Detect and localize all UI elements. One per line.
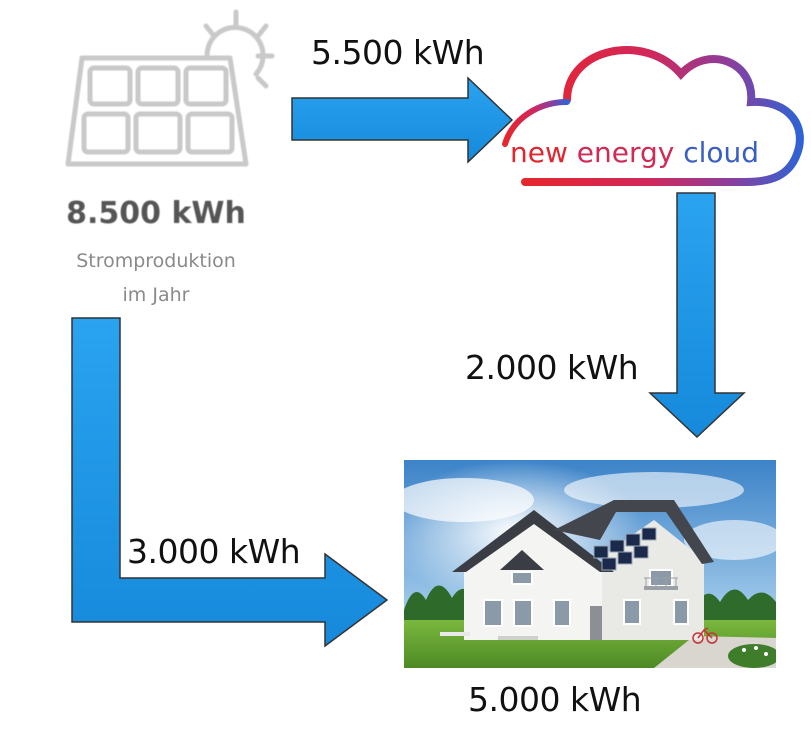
flow-label-direct: 3.000 kWh [127,532,301,571]
logo-word-cloud: cloud [683,136,760,169]
logo-word-energy: energy [576,136,675,169]
solar-panel-icon [65,9,275,167]
solar-caption-line2: im Jahr [122,284,190,306]
solar-production-total: 8.500 kWh [66,196,246,231]
house-photo [404,460,776,668]
arrow-to-cloud [291,76,514,164]
logo-word-new: new [510,136,568,169]
house-consumption-total: 5.000 kWh [468,680,642,719]
cloud-logo-text: new energy cloud [510,136,759,169]
flow-label-to-cloud: 5.500 kWh [311,33,485,72]
solar-caption-line1: Stromproduktion [76,250,236,272]
arrow-cloud-to-house [648,192,746,439]
arrow-solar-to-house [71,317,389,648]
cloud-logo-icon [502,46,804,186]
flow-label-from-cloud: 2.000 kWh [465,348,639,387]
